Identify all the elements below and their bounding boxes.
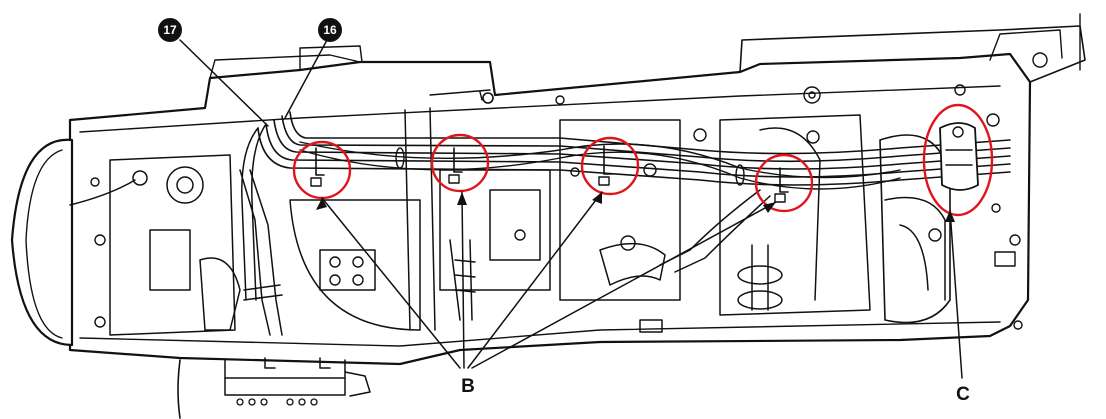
highlight-ellipse-clamp (922, 103, 994, 217)
callout-16-label: 16 (323, 23, 337, 37)
face-plate (10, 138, 74, 347)
callout-17-label: 17 (163, 23, 177, 37)
callout-17: 17 (158, 18, 182, 42)
cord-clamp (939, 122, 979, 191)
highlight-circle-tie-4 (754, 153, 814, 213)
callout-16: 16 (318, 18, 342, 42)
left-mechanism (69, 154, 283, 336)
wire-harness (241, 111, 1011, 301)
leader-lines (179, 39, 963, 379)
highlight-circle-tie-3 (580, 136, 640, 196)
label-b: B (461, 376, 475, 397)
highlight-circle-tie-1 (292, 140, 352, 200)
label-c: C (956, 384, 970, 405)
highlight-circle-tie-2 (430, 133, 490, 193)
machine-arm-body (68, 13, 1086, 366)
cable-ties (310, 145, 789, 203)
center-mechanism (289, 95, 707, 333)
bottom-fittings (177, 357, 371, 419)
